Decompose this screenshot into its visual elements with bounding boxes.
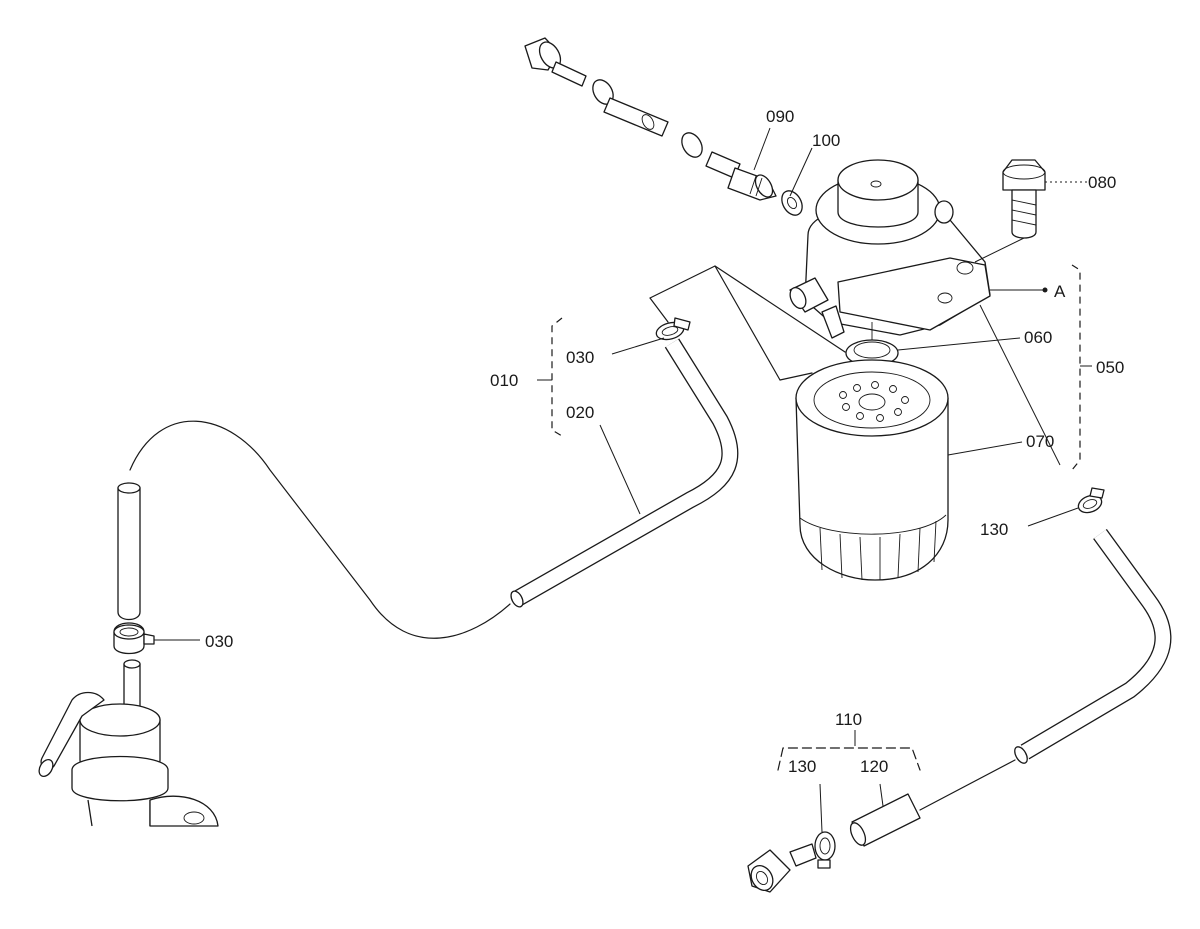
label-110: 110	[835, 710, 862, 729]
upper-fuel-pipe-assembly	[524, 37, 741, 179]
return-fitting	[747, 843, 817, 893]
fuel-hose-020	[129, 338, 739, 639]
part-labels: 090 100 080 A 060 050 070 030 010 020 13…	[205, 107, 1124, 776]
return-hose-110	[919, 529, 1172, 811]
fuel-pump	[38, 659, 219, 827]
bracket-110	[777, 747, 921, 771]
label-130-bottom: 130	[788, 757, 816, 776]
filter-head-housing	[789, 159, 991, 339]
hose-clamp-130-bottom	[814, 831, 836, 869]
label-120: 120	[860, 757, 888, 776]
label-020: 020	[566, 403, 594, 422]
label-010: 010	[490, 371, 518, 390]
o-ring-060	[845, 322, 899, 367]
bolt-080	[974, 159, 1046, 263]
label-view-a: A	[1054, 282, 1066, 301]
label-100: 100	[812, 131, 840, 150]
hose-route-lines	[649, 265, 846, 381]
label-130-right: 130	[980, 520, 1008, 539]
label-080: 080	[1088, 173, 1116, 192]
filter-cartridge-070	[795, 359, 949, 581]
bracket-010	[551, 317, 563, 437]
bracket-050	[1071, 264, 1092, 471]
label-050: 050	[1096, 358, 1124, 377]
leader-lines	[154, 127, 1088, 833]
label-030-top: 030	[566, 348, 594, 367]
gasket-washer-100	[781, 190, 803, 216]
union-fitting-090	[727, 167, 777, 201]
hose-clamp-030-top	[655, 317, 691, 341]
short-hose-120	[849, 793, 921, 847]
short-hose-left	[117, 482, 141, 621]
label-070: 070	[1026, 432, 1054, 451]
label-030-left: 030	[205, 632, 233, 651]
label-060: 060	[1024, 328, 1052, 347]
label-090: 090	[766, 107, 794, 126]
view-a-marker	[1042, 287, 1048, 293]
hose-clamp-130-right	[1077, 487, 1105, 514]
hose-clamp-030-left	[113, 622, 155, 655]
